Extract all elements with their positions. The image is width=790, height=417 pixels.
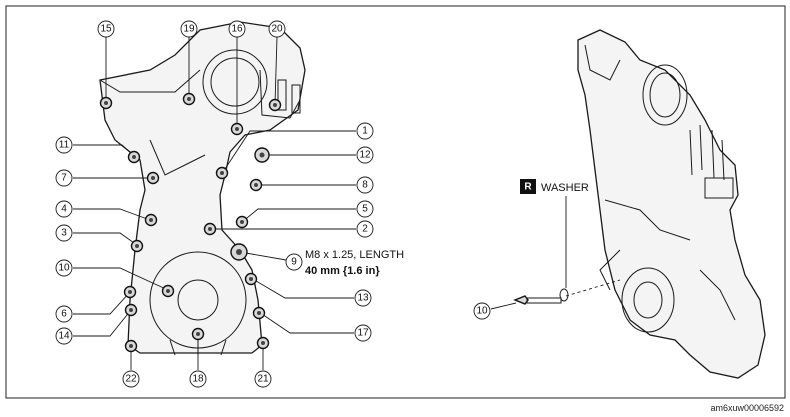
bolt [252, 306, 266, 320]
bolt [99, 96, 113, 110]
svg-text:6: 6 [61, 309, 67, 320]
cover-front-view [99, 21, 306, 356]
callout-21: 21 [254, 370, 272, 388]
svg-text:17: 17 [357, 328, 369, 339]
callout-18: 18 [189, 370, 207, 388]
callout-1: 1 [356, 122, 374, 140]
figure-frame [5, 5, 786, 399]
svg-text:21: 21 [257, 374, 269, 385]
bolt [191, 327, 205, 341]
callout-4: 4 [55, 200, 73, 218]
bolt-spec-line2: 40 mm {1.6 in} [305, 265, 380, 277]
detail-bolt [513, 295, 529, 305]
svg-text:R: R [524, 182, 532, 193]
callout-8: 8 [356, 176, 374, 194]
callout-16: 16 [228, 20, 246, 38]
svg-text:15: 15 [100, 24, 112, 35]
svg-text:14: 14 [58, 331, 70, 342]
svg-text:9: 9 [291, 257, 297, 268]
svg-text:8: 8 [362, 180, 368, 191]
callout-17: 17 [354, 324, 372, 342]
bolt [130, 239, 144, 253]
callout-10: 10 [55, 259, 73, 277]
svg-text:19: 19 [183, 24, 195, 35]
bolt [230, 122, 244, 136]
bolt [254, 147, 270, 163]
cover-bolts [99, 92, 282, 353]
cover-side-view [577, 29, 766, 379]
svg-text:5: 5 [362, 204, 368, 215]
callout-2: 2 [356, 220, 374, 238]
callout-12: 12 [356, 146, 374, 164]
bolt [215, 166, 229, 180]
bolt [124, 339, 138, 353]
bolt [268, 98, 282, 112]
svg-text:18: 18 [192, 374, 204, 385]
bolt [127, 150, 141, 164]
callout-5: 5 [356, 200, 374, 218]
callout-20: 20 [268, 20, 286, 38]
svg-text:11: 11 [59, 140, 70, 151]
svg-text:13: 13 [357, 293, 369, 304]
bolt [161, 284, 175, 298]
svg-text:7: 7 [61, 173, 67, 184]
callout-13: 13 [354, 289, 372, 307]
bolt [244, 272, 258, 286]
r-badge [520, 179, 536, 194]
bolt [124, 303, 138, 317]
svg-text:3: 3 [61, 228, 67, 239]
svg-text:4: 4 [61, 204, 67, 215]
callout-19: 19 [180, 20, 198, 38]
bolt [249, 178, 263, 192]
bolt [256, 336, 270, 350]
bolt [203, 222, 217, 236]
washer-detail: R WASHER 10 [473, 179, 621, 320]
svg-text:2: 2 [362, 224, 368, 235]
svg-text:22: 22 [125, 374, 137, 385]
callout-10-detail: 10 [473, 302, 491, 320]
bolt-spec-line1: M8 x 1.25, LENGTH [305, 249, 404, 261]
callout-11: 11 [55, 136, 73, 154]
callout-6: 6 [55, 305, 73, 323]
callout-15: 15 [97, 20, 115, 38]
callout-7: 7 [55, 169, 73, 187]
bolt [230, 243, 248, 261]
callout-9: 9 [285, 253, 303, 271]
callout-3: 3 [55, 224, 73, 242]
washer-label: WASHER [541, 182, 589, 194]
svg-text:10: 10 [476, 306, 488, 317]
bolt [123, 285, 137, 299]
svg-text:16: 16 [231, 24, 243, 35]
callout-14: 14 [55, 327, 73, 345]
callout-22: 22 [122, 370, 140, 388]
bolt [235, 215, 249, 229]
bolt [146, 171, 160, 185]
bolt [182, 92, 196, 106]
svg-text:12: 12 [359, 150, 371, 161]
svg-text:1: 1 [362, 126, 368, 137]
svg-text:20: 20 [271, 24, 283, 35]
svg-text:10: 10 [58, 263, 70, 274]
figure-id: am6xuw00006592 [710, 403, 784, 413]
bolt [144, 213, 158, 227]
